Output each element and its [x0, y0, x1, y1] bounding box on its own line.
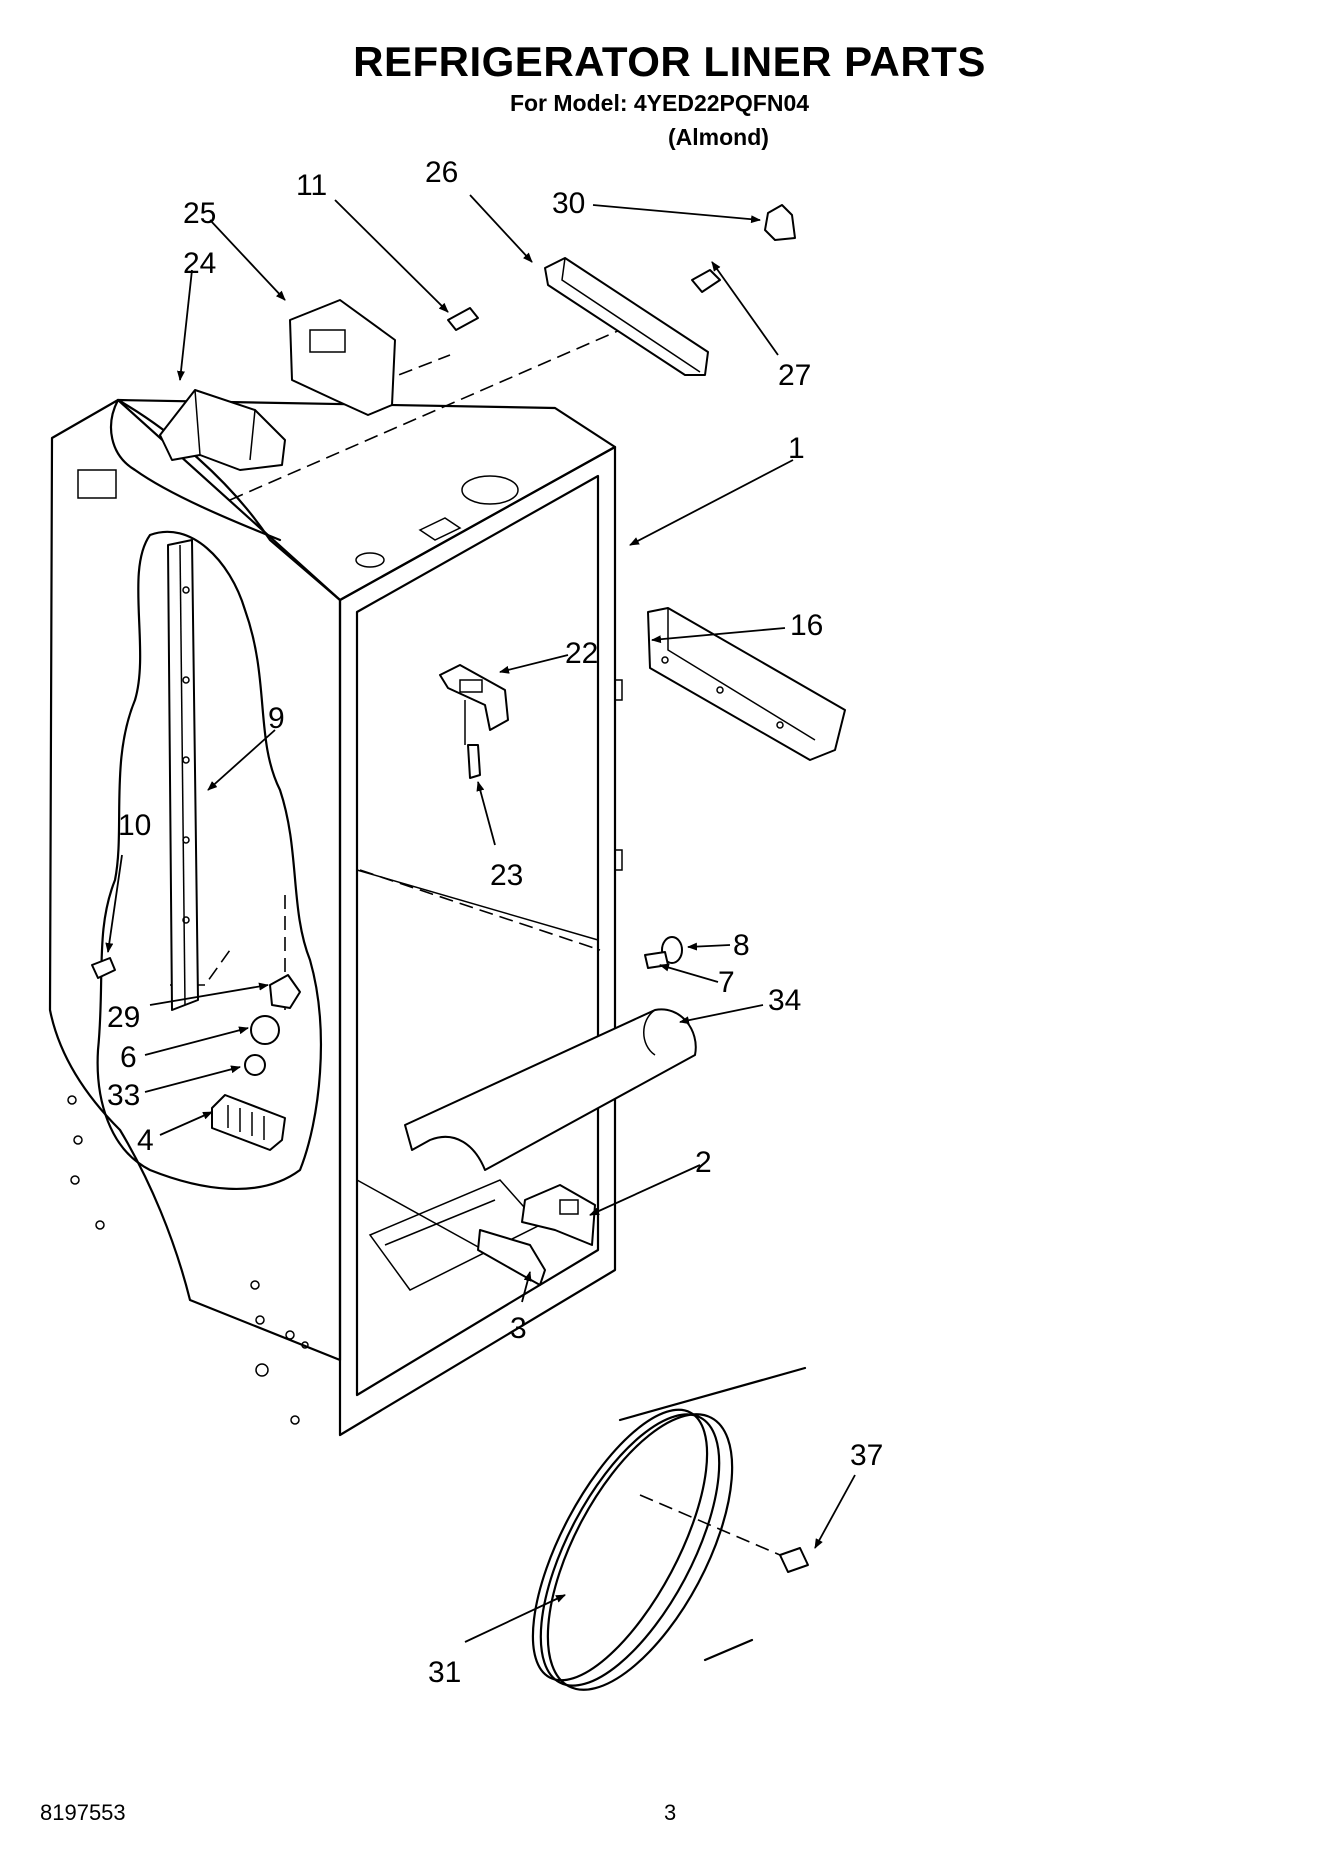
part-31-tubing [531, 1366, 807, 1691]
part-34-shelf-cover [404, 1008, 697, 1171]
page-number: 3 [664, 1800, 677, 1825]
part-4-light-shield [211, 1094, 286, 1151]
callout-1: 1 [788, 432, 805, 465]
part-11-screw [447, 307, 479, 331]
part-29-light-socket [269, 974, 301, 1009]
callout-22: 22 [565, 637, 598, 670]
page-title: REFRIGERATOR LINER PARTS [353, 38, 986, 85]
part-10-screw [91, 957, 116, 979]
part-33-bulb [244, 1054, 266, 1076]
callout-11: 11 [296, 169, 327, 202]
part-27-screw [691, 269, 721, 293]
callout-30: 30 [552, 187, 585, 220]
callout-7: 7 [718, 966, 735, 999]
part-22-bracket [439, 664, 509, 745]
model-number: For Model: 4YED22PQFN04 [509, 90, 810, 116]
callout-34: 34 [768, 984, 801, 1017]
alignment-lines [170, 329, 781, 1556]
callout-10: 10 [118, 809, 151, 842]
callout-labels: 25 24 11 26 30 27 1 16 22 23 9 10 8 7 34… [107, 156, 883, 1689]
callout-8: 8 [733, 929, 750, 962]
part-24-control-housing [159, 389, 286, 471]
part-26-channel [544, 257, 709, 376]
part-30-clip [764, 204, 796, 241]
callout-26: 26 [425, 156, 458, 189]
part-6-light-housing [250, 1015, 280, 1045]
callout-9: 9 [268, 702, 285, 735]
callout-33: 33 [107, 1079, 140, 1112]
part-25-bracket [289, 299, 396, 416]
part-2-bracket [521, 1184, 596, 1246]
callout-16: 16 [790, 609, 823, 642]
leader-lines [105, 194, 856, 1643]
callout-25: 25 [183, 197, 216, 230]
part-16-crisper-cover [647, 607, 846, 761]
callout-3: 3 [510, 1312, 527, 1345]
color-variant: (Almond) [668, 124, 769, 150]
part-9-shelf-rail [167, 539, 199, 1011]
callout-29: 29 [107, 1001, 140, 1034]
part-23-screw [467, 744, 481, 779]
callout-24: 24 [183, 247, 216, 280]
callout-23: 23 [490, 859, 523, 892]
callout-4: 4 [137, 1124, 154, 1157]
document-number: 8197553 [40, 1800, 126, 1825]
callout-27: 27 [778, 359, 811, 392]
callout-6: 6 [120, 1041, 137, 1074]
part-37-screw [779, 1547, 809, 1573]
callout-2: 2 [695, 1146, 712, 1179]
part-3-bracket [477, 1229, 546, 1286]
callout-31: 31 [428, 1656, 461, 1689]
callout-37: 37 [850, 1439, 883, 1472]
